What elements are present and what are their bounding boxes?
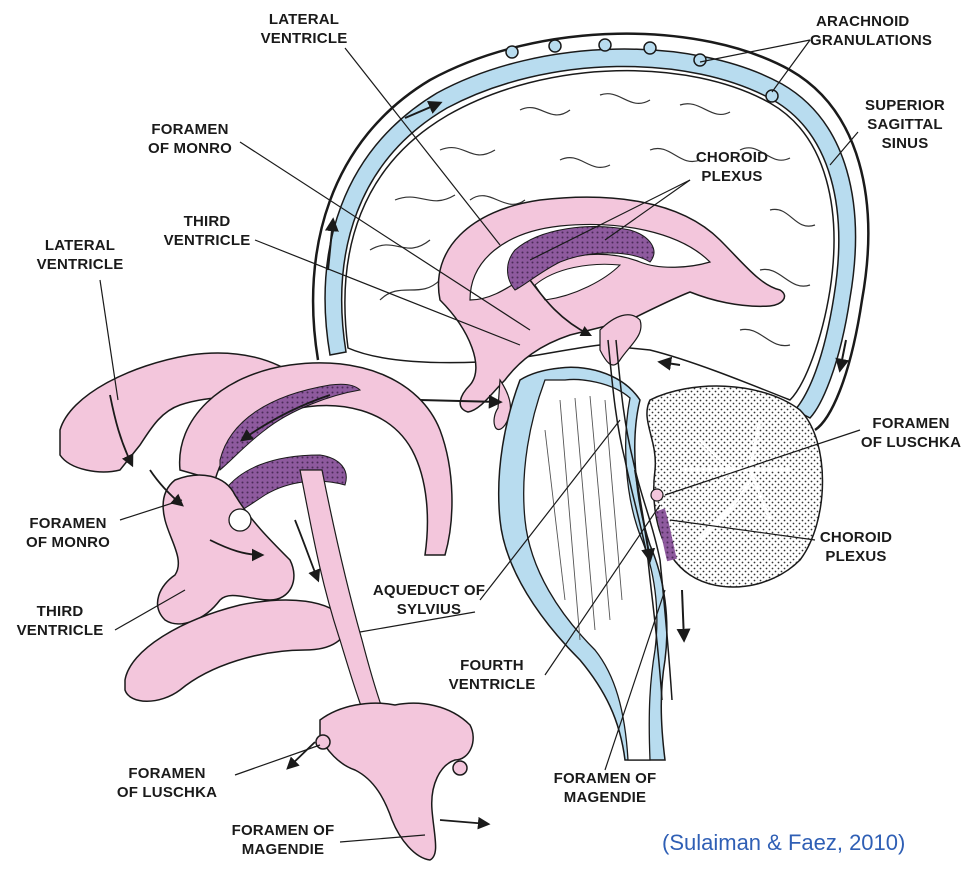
citation: (Sulaiman & Faez, 2010) <box>662 830 905 856</box>
cerebellum <box>647 386 823 587</box>
